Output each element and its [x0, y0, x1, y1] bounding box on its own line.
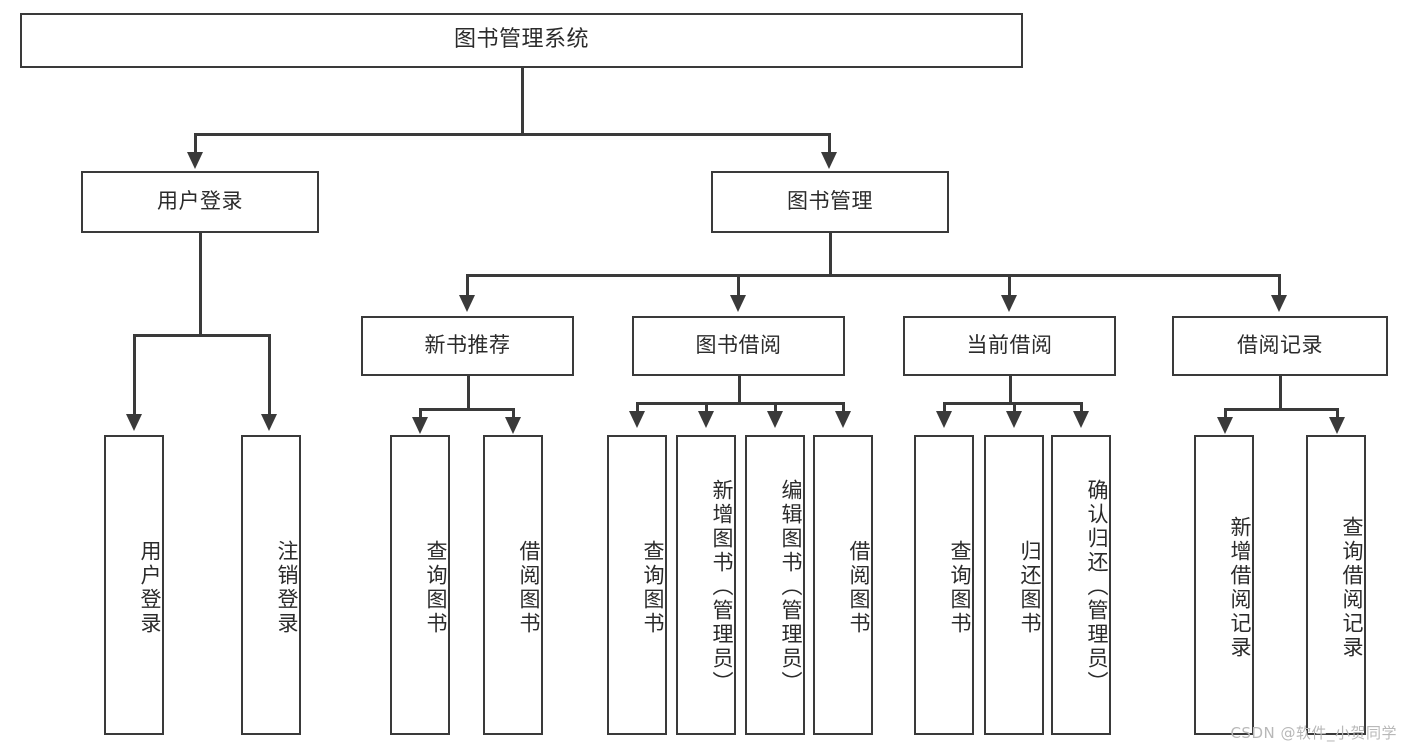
- arrow-down-icon: [505, 417, 521, 434]
- arrow-down-icon: [1271, 295, 1287, 312]
- arrow-down-icon: [936, 411, 952, 428]
- connector-new-book-bus: [419, 408, 515, 411]
- leaf-book-borrow-query[interactable]: 查询图书: [607, 435, 667, 735]
- node-label: 查询借阅记录: [1340, 516, 1364, 660]
- connector-user-login-child-1: [133, 334, 136, 417]
- node-label: 用户登录: [138, 540, 162, 636]
- node-label: 借阅图书: [847, 540, 871, 636]
- leaf-borrow-record-query[interactable]: 查询借阅记录: [1306, 435, 1366, 735]
- node-label: 确认归还（管理员）: [1085, 479, 1109, 695]
- leaf-new-book-query[interactable]: 查询图书: [390, 435, 450, 735]
- leaf-book-borrow-add[interactable]: 新增图书（管理员）: [676, 435, 736, 735]
- node-current-borrow[interactable]: 当前借阅: [903, 316, 1116, 376]
- node-label: 查询图书: [641, 540, 665, 636]
- node-book-borrow[interactable]: 图书借阅: [632, 316, 845, 376]
- arrow-down-icon: [1006, 411, 1022, 428]
- connector-current-borrow-child-1: [943, 402, 946, 414]
- connector-book-borrow-child-3: [774, 402, 777, 414]
- node-root-system[interactable]: 图书管理系统: [20, 13, 1023, 68]
- node-label: 编辑图书（管理员）: [779, 479, 803, 695]
- connector-book-borrow-child-1: [636, 402, 639, 414]
- connector-book-mgmt-child-4: [1278, 274, 1281, 298]
- connector-book-mgmt-child-3: [1008, 274, 1011, 298]
- arrow-down-icon: [261, 414, 277, 431]
- node-new-book-recommend[interactable]: 新书推荐: [361, 316, 574, 376]
- node-label: 当前借阅: [966, 333, 1053, 358]
- connector-book-mgmt-child-2: [737, 274, 740, 298]
- connector-book-mgmt-stem: [829, 233, 832, 276]
- connector-borrow-record-bus: [1224, 408, 1338, 411]
- connector-root-to-user-login: [194, 133, 197, 155]
- node-label: 查询图书: [424, 540, 448, 636]
- node-label: 查询图书: [948, 540, 972, 636]
- leaf-user-login-signout[interactable]: 注销登录: [241, 435, 301, 735]
- connector-book-borrow-child-4: [842, 402, 845, 414]
- arrow-down-icon: [767, 411, 783, 428]
- connector-root-to-book-mgmt: [828, 133, 831, 155]
- connector-current-borrow-child-3: [1080, 402, 1083, 414]
- leaf-new-book-borrow[interactable]: 借阅图书: [483, 435, 543, 735]
- connector-book-mgmt-bus: [466, 274, 1280, 277]
- arrow-down-icon: [126, 414, 142, 431]
- connector-book-mgmt-child-1: [466, 274, 469, 298]
- arrow-down-icon: [698, 411, 714, 428]
- node-label: 借阅记录: [1237, 333, 1323, 358]
- arrow-down-icon: [821, 152, 837, 169]
- connector-book-borrow-child-2: [705, 402, 708, 414]
- node-label: 用户登录: [157, 189, 243, 214]
- node-label: 新书推荐: [424, 333, 511, 358]
- connector-borrow-record-stem: [1279, 376, 1282, 410]
- connector-user-login-child-2: [268, 334, 271, 417]
- leaf-current-borrow-confirm-return[interactable]: 确认归还（管理员）: [1051, 435, 1111, 735]
- watermark-text: CSDN @软件_小贺同学: [1230, 724, 1397, 742]
- arrow-down-icon: [1329, 417, 1345, 434]
- connector-current-borrow-child-2: [1013, 402, 1016, 414]
- node-label: 借阅图书: [517, 540, 541, 636]
- node-book-management[interactable]: 图书管理: [711, 171, 949, 233]
- connector-current-borrow-stem: [1009, 376, 1012, 404]
- connector-new-book-child-2: [512, 408, 515, 420]
- leaf-book-borrow-lend[interactable]: 借阅图书: [813, 435, 873, 735]
- node-label: 注销登录: [275, 540, 299, 636]
- node-label: 图书管理系统: [453, 27, 589, 53]
- arrow-down-icon: [629, 411, 645, 428]
- connector-current-borrow-bus: [943, 402, 1082, 405]
- node-label: 新增图书（管理员）: [710, 479, 734, 695]
- node-label: 图书借阅: [695, 333, 782, 358]
- leaf-book-borrow-edit[interactable]: 编辑图书（管理员）: [745, 435, 805, 735]
- connector-book-borrow-bus: [636, 402, 844, 405]
- arrow-down-icon: [187, 152, 203, 169]
- arrow-down-icon: [1217, 417, 1233, 434]
- arrow-down-icon: [730, 295, 746, 312]
- leaf-current-borrow-query[interactable]: 查询图书: [914, 435, 974, 735]
- node-label: 新增借阅记录: [1228, 516, 1252, 660]
- leaf-current-borrow-return[interactable]: 归还图书: [984, 435, 1044, 735]
- arrow-down-icon: [835, 411, 851, 428]
- connector-new-book-stem: [467, 376, 470, 410]
- arrow-down-icon: [1073, 411, 1089, 428]
- node-borrow-record[interactable]: 借阅记录: [1172, 316, 1388, 376]
- connector-user-login-stem: [199, 233, 202, 336]
- connector-root-bus: [194, 133, 831, 136]
- leaf-borrow-record-add[interactable]: 新增借阅记录: [1194, 435, 1254, 735]
- connector-root-stem: [521, 68, 524, 135]
- arrow-down-icon: [459, 295, 475, 312]
- arrow-down-icon: [412, 417, 428, 434]
- arrow-down-icon: [1001, 295, 1017, 312]
- connector-borrow-record-child-2: [1336, 408, 1339, 420]
- node-label: 归还图书: [1018, 540, 1042, 636]
- node-user-login[interactable]: 用户登录: [81, 171, 319, 233]
- leaf-user-login-signin[interactable]: 用户登录: [104, 435, 164, 735]
- connector-book-borrow-stem: [738, 376, 741, 404]
- connector-new-book-child-1: [419, 408, 422, 420]
- connector-borrow-record-child-1: [1224, 408, 1227, 420]
- node-label: 图书管理: [787, 189, 873, 214]
- connector-user-login-bus: [133, 334, 270, 337]
